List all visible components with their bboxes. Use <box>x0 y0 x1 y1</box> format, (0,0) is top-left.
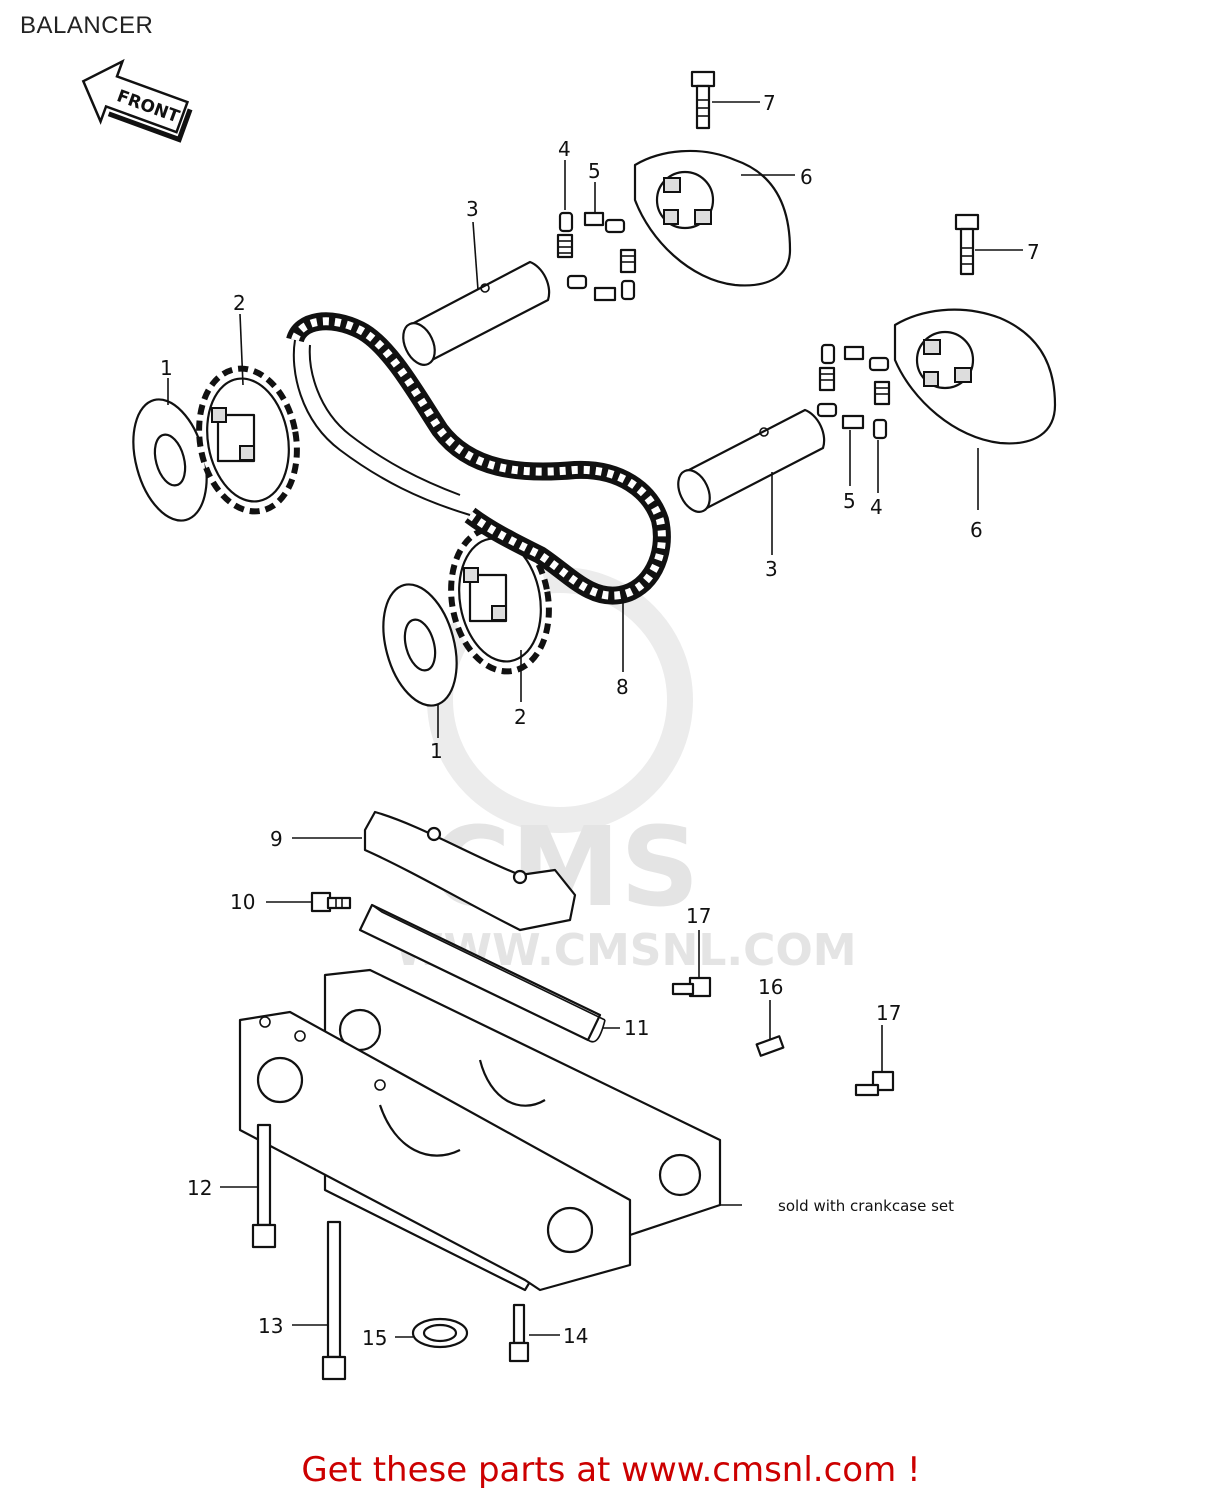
callout-5-lower: 5 <box>843 489 856 513</box>
bolt-12 <box>251 1123 277 1249</box>
cta-link[interactable]: Get these parts at www.cmsnl.com ! <box>301 1450 921 1490</box>
callout-11: 11 <box>624 1016 649 1040</box>
stud-16 <box>755 1035 785 1057</box>
page-title: BALANCER <box>20 12 154 39</box>
crankcase-lower-half <box>238 1010 632 1292</box>
callout-3-upper: 3 <box>466 197 479 221</box>
bolt-7-upper <box>690 70 716 130</box>
sprocket-2-lower <box>448 525 552 675</box>
callout-6-lower: 6 <box>970 518 983 542</box>
bolt-17-left <box>671 976 712 998</box>
callout-17-left: 17 <box>686 904 711 928</box>
chain-guide-11 <box>358 903 606 1043</box>
callout-12: 12 <box>187 1176 212 1200</box>
exploded-parts-diagram: CMS WWW.CMSNL.COM FRONT <box>81 58 1057 1381</box>
balancer-chain-8 <box>286 312 671 605</box>
balancer-weight-6-upper <box>633 149 792 287</box>
bolt-10 <box>310 891 352 913</box>
callout-2-lower: 2 <box>514 705 527 729</box>
callout-13: 13 <box>258 1314 283 1338</box>
balancer-shaft-3-upper <box>402 260 551 366</box>
balancer-weight-6-lower <box>893 308 1057 445</box>
oil-seal-15 <box>411 1317 469 1349</box>
callout-15: 15 <box>362 1326 387 1350</box>
washer-1-upper <box>132 398 208 522</box>
sprocket-2-upper <box>196 365 300 515</box>
callout-6-upper: 6 <box>800 165 813 189</box>
bolt-17-right <box>854 1070 895 1097</box>
crankcase-note: sold with crankcase set <box>778 1197 954 1215</box>
callout-1-upper: 1 <box>160 356 173 380</box>
bolt-14 <box>508 1303 530 1363</box>
callout-14: 14 <box>563 1324 588 1348</box>
callout-17-right: 17 <box>876 1001 901 1025</box>
front-arrow-icon: FRONT <box>81 58 193 143</box>
callout-8: 8 <box>616 675 629 699</box>
callout-4-lower: 4 <box>870 495 883 519</box>
callout-10: 10 <box>230 890 255 914</box>
callout-3-lower: 3 <box>765 557 778 581</box>
bolt-7-lower <box>954 213 980 276</box>
pins-springs-lower <box>816 343 891 440</box>
callout-5-upper: 5 <box>588 159 601 183</box>
leader-lines <box>167 101 1023 1338</box>
callout-7-upper: 7 <box>763 91 776 115</box>
chain-guide-9 <box>363 810 577 932</box>
callout-4-upper: 4 <box>558 137 571 161</box>
callout-1-lower: 1 <box>430 739 443 763</box>
callout-numbers: 1 1 2 2 3 3 4 4 5 5 6 6 7 7 8 9 10 11 12… <box>160 91 1040 1350</box>
bolt-13 <box>321 1220 347 1381</box>
balancer-shaft-3-lower <box>677 408 826 513</box>
washer-1-lower <box>382 583 458 707</box>
pins-springs-upper <box>556 211 637 302</box>
callout-9: 9 <box>270 827 283 851</box>
callout-2-upper: 2 <box>233 291 246 315</box>
callout-16: 16 <box>758 975 783 999</box>
callout-7-lower: 7 <box>1027 240 1040 264</box>
